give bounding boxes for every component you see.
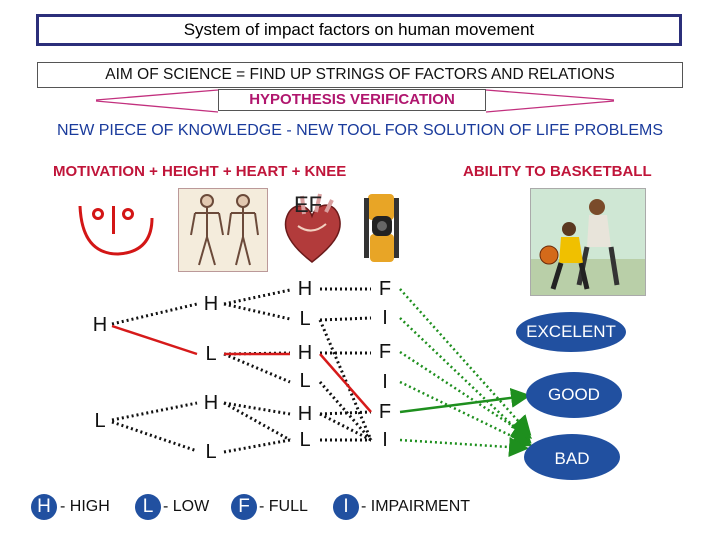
legend-impairment-text: - IMPAIRMENT [361,498,471,515]
hypothesis-box: HYPOTHESIS VERIFICATION [218,89,486,111]
knee-node-2: I [382,307,388,329]
aim-of-science-box: AIM OF SCIENCE = FIND UP STRINGS OF FACT… [37,62,683,88]
legend-impairment-badge: I [333,494,359,520]
knowledge-statement: NEW PIECE OF KNOWLEDGE - NEW TOOL FOR SO… [56,122,663,139]
anatomy-chart-icon [178,188,268,272]
heart-node-4: L [299,370,311,392]
knee-node-3: F [378,341,392,363]
height-node-3: H [203,392,219,414]
height-node-2: L [205,343,217,365]
legend-high-text: - HIGH [60,498,110,515]
knee-node-6: I [382,429,388,451]
heart-tag: EF [294,192,323,217]
heart-node-5: H [297,403,313,425]
legend-full-text: - FULL [259,498,308,515]
heart-anatomy-icon [280,190,344,266]
heart-node-3: H [297,342,313,364]
knee-node-1: F [378,278,392,300]
ability-label: ABILITY TO BASKETBALL [463,163,652,180]
smiley-face-icon [72,188,156,258]
basketball-players-photo [530,188,646,296]
legend-full-badge: F [231,494,257,520]
motivation-high-node: H [92,314,108,336]
factors-label: MOTIVATION + HEIGHT + HEART + KNEE [53,163,347,180]
knee-node-5: F [378,401,392,423]
outcome-bad: BAD [524,434,620,480]
height-node-1: H [203,293,219,315]
knee-brace-icon [362,190,402,266]
height-node-4: L [205,441,217,463]
legend-low-text: - LOW [163,498,210,515]
heart-node-6: L [299,429,311,451]
heart-node-2: L [299,308,311,330]
page-title: System of impact factors on human moveme… [36,14,682,46]
knee-node-4: I [382,371,388,393]
legend-low-badge: L [135,494,161,520]
motivation-low-node: L [94,410,106,432]
outcome-excellent: EXCELENT [516,312,626,352]
heart-node-1: H [297,278,313,300]
legend-high-badge: H [31,494,57,520]
outcome-good: GOOD [526,372,622,418]
